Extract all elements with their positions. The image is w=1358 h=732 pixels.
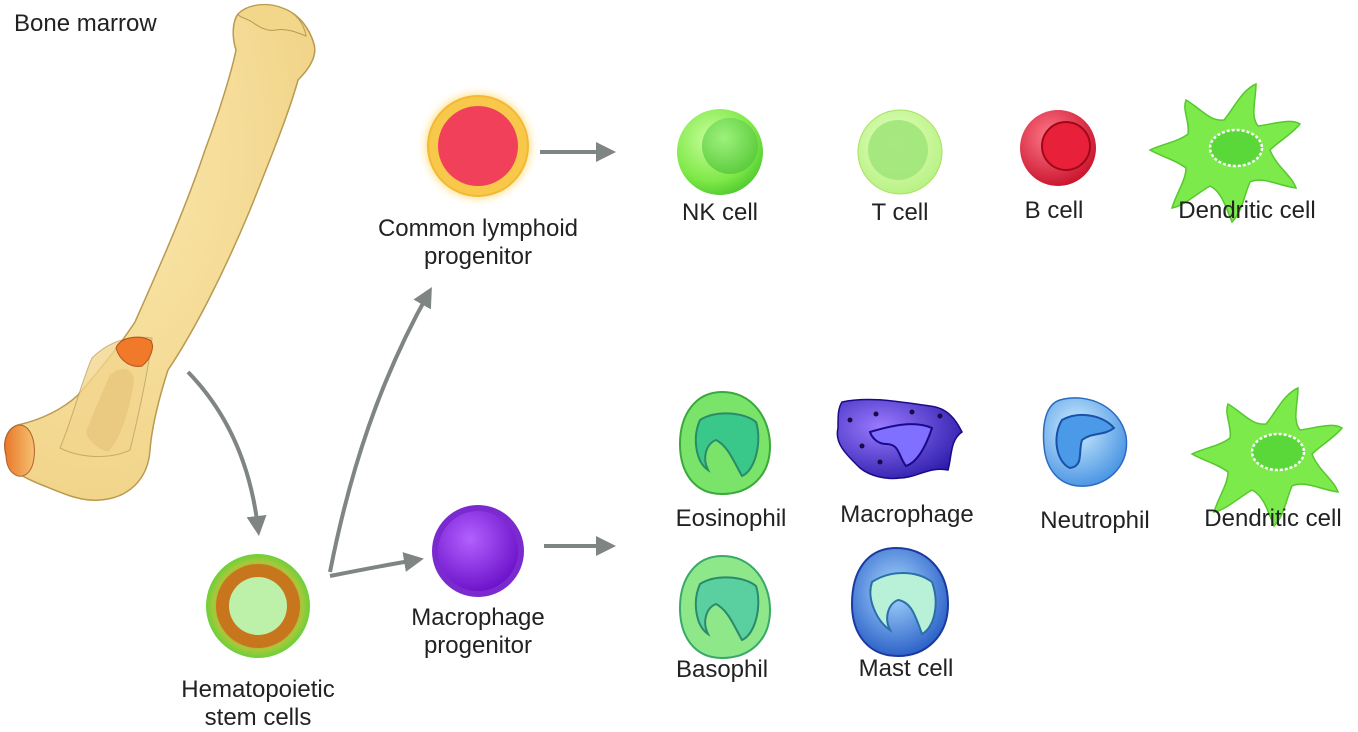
mast-cell-label: Mast cell	[858, 655, 954, 682]
lymphoid-label-line2: progenitor	[423, 243, 533, 270]
basophil-icon	[678, 554, 772, 660]
hsc-label-line2: stem cells	[204, 704, 312, 731]
lymphoid-progenitor-label: Common lymphoid progenitor	[348, 215, 608, 271]
nk-cell-icon	[677, 109, 763, 195]
t-cell-label: T cell	[871, 199, 929, 226]
myeloid-label-line2: progenitor	[423, 632, 533, 659]
dendritic-cell-label-bottom: Dendritic cell	[1204, 505, 1342, 532]
arrow-hsc-to-lymphoid	[328, 287, 432, 573]
diagram-title: Bone marrow	[14, 10, 157, 37]
t-cell-icon	[857, 109, 943, 195]
eosinophil-icon	[678, 390, 772, 496]
hsc-icon	[206, 554, 310, 658]
neutrophil-icon	[1042, 397, 1128, 487]
eosinophil-label: Eosinophil	[675, 505, 787, 532]
mast-cell-icon	[850, 546, 950, 658]
myeloid-progenitor-label: Macrophage progenitor	[378, 604, 578, 660]
hsc-label: Hematopoietic stem cells	[138, 676, 378, 732]
arrows	[186, 142, 616, 578]
arrow-hsc-to-myeloid	[329, 552, 424, 578]
macrophage-icon	[836, 398, 963, 480]
arrow-bone-to-hsc	[186, 370, 267, 536]
dendritic-cell-icon-top	[1148, 82, 1302, 224]
b-cell-label: B cell	[1024, 197, 1084, 224]
myeloid-progenitor-icon	[432, 505, 524, 597]
lymphoid-label-line1: Common lymphoid	[377, 215, 579, 242]
dendritic-cell-icon-bottom	[1190, 386, 1344, 528]
hsc-label-line1: Hematopoietic	[181, 676, 335, 703]
myeloid-label-line1: Macrophage	[411, 604, 545, 631]
dendritic-cell-label-top: Dendritic cell	[1178, 197, 1316, 224]
b-cell-icon	[1020, 110, 1096, 186]
nk-cell-label: NK cell	[681, 199, 759, 226]
macrophage-label: Macrophage	[840, 501, 974, 528]
lymphoid-progenitor-icon	[416, 84, 540, 208]
bone-icon	[4, 3, 316, 501]
basophil-label: Basophil	[675, 656, 769, 683]
neutrophil-label: Neutrophil	[1040, 507, 1150, 534]
